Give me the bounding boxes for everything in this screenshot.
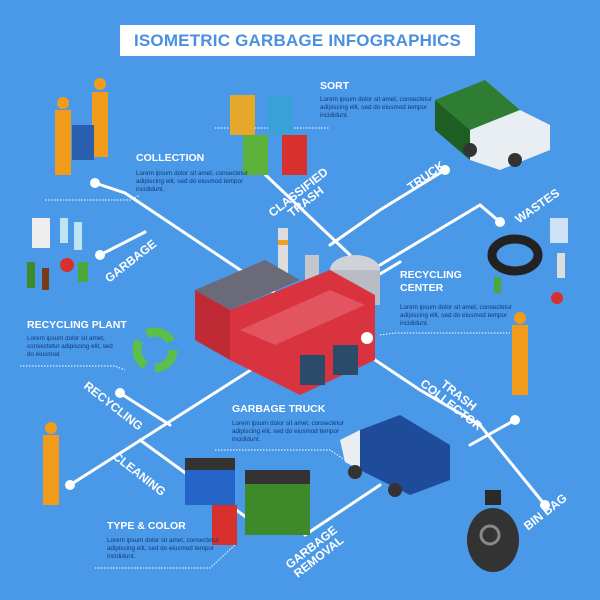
recycling-plant-heading: RECYCLING PLANT <box>27 319 127 331</box>
node-dot <box>115 388 125 398</box>
line-garbage <box>98 230 147 257</box>
blue-truck-illustration <box>340 415 450 497</box>
dotted-leader <box>95 544 236 569</box>
node-dot <box>90 178 100 188</box>
node-dot <box>540 500 550 510</box>
garbage-items-illustration <box>27 218 88 290</box>
green-truck-illustration <box>435 80 550 170</box>
collection-text: Lorem ipsum dolor sit amet, consectetur … <box>136 170 248 193</box>
workers-illustration <box>43 78 528 505</box>
wastes-illustration <box>487 218 568 304</box>
node-dot <box>495 217 505 227</box>
recycling-center-heading: RECYCLING CENTER <box>400 269 462 294</box>
garbage-truck-text: Lorem ipsum dolor sit amet, consectetur … <box>232 420 344 443</box>
garbage-truck-heading: GARBAGE TRUCK <box>232 403 326 415</box>
sort-heading: SORT <box>320 80 350 92</box>
node-dot <box>510 415 520 425</box>
node-dot <box>65 480 75 490</box>
line-truck <box>328 168 447 247</box>
sort-bins-illustration <box>230 95 307 175</box>
recycle-symbol-illustration <box>132 327 178 373</box>
collection-heading: COLLECTION <box>136 152 205 164</box>
sort-text: Lorem ipsum dolor sit amet, consectetur … <box>320 96 432 119</box>
line-classified-trash <box>253 163 352 257</box>
recycling-factory-illustration <box>195 228 380 395</box>
line-wastes <box>378 203 502 267</box>
recycling-plant-text: Lorem ipsum dolor sit amet, consectetur … <box>27 335 113 358</box>
dotted-leader <box>45 194 141 201</box>
dotted-leader <box>215 449 346 461</box>
recycling-center-text: Lorem ipsum dolor sit amet, consectetur … <box>400 304 512 327</box>
type-color-text: Lorem ipsum dolor sit amet, consectetur … <box>107 537 219 560</box>
title-banner: ISOMETRIC GARBAGE INFOGRAPHICS <box>120 25 475 56</box>
node-dot <box>440 165 450 175</box>
line-trash-collector <box>468 418 517 447</box>
line-recycling <box>118 391 172 427</box>
dumpsters-illustration <box>185 458 310 545</box>
bin-bag-illustration <box>467 490 519 572</box>
dotted-leader <box>20 365 126 371</box>
node-dot <box>95 250 105 260</box>
line-collection <box>93 181 547 507</box>
type-color-heading: TYPE & COLOR <box>107 520 186 532</box>
line-garbage-removal <box>303 483 382 537</box>
dotted-leader <box>379 332 510 336</box>
page-title: ISOMETRIC GARBAGE INFOGRAPHICS <box>133 30 462 50</box>
